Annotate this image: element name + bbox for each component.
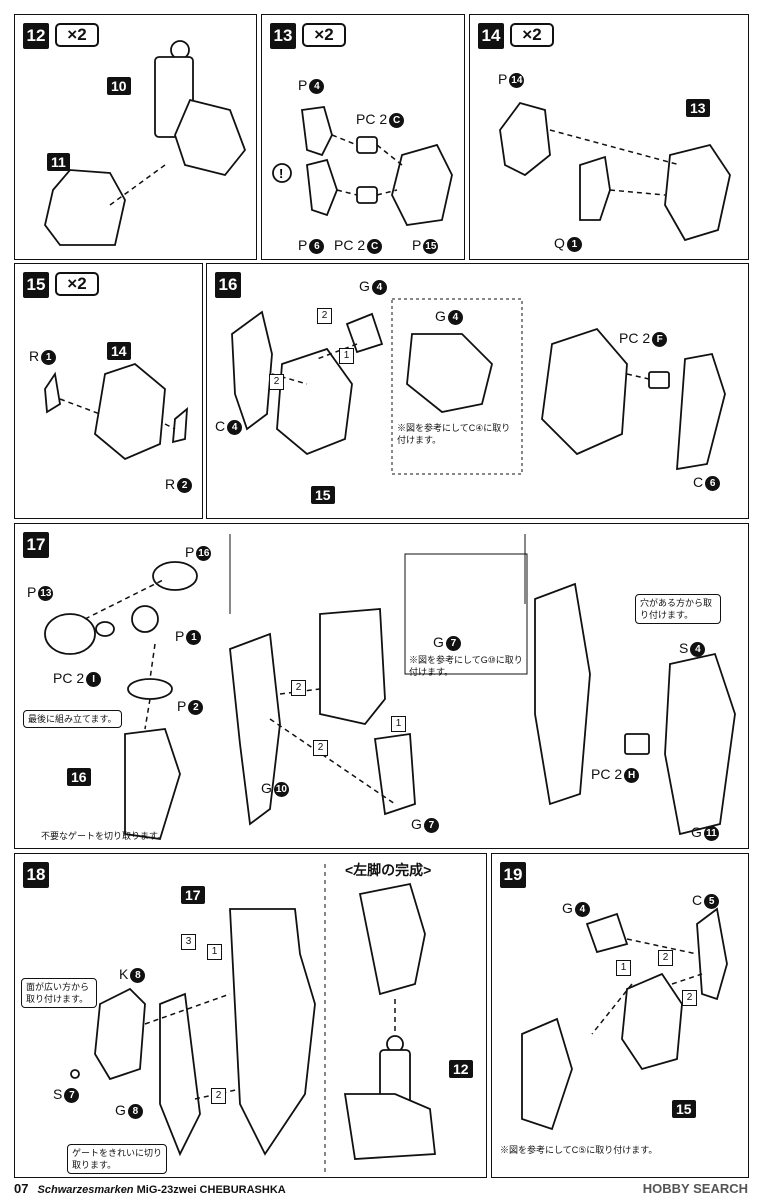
part-callout-17: 17 — [181, 886, 205, 904]
order-marker-2a: 2 — [291, 680, 306, 696]
shield-hinge-illustration — [521, 907, 728, 1131]
step-number: 14 — [478, 23, 504, 49]
part-callout-11: 11 — [47, 153, 70, 171]
order-marker-2b: 2 — [682, 990, 697, 1006]
part-callout-14: 14 — [107, 342, 131, 360]
step-number: 12 — [23, 23, 49, 49]
watermark: HOBBY SEARCH — [642, 1181, 748, 1196]
svg-text:!: ! — [279, 166, 283, 181]
hole-side-note: 穴がある方から取り付けます。 — [635, 594, 721, 624]
armor-hinge-illustration — [44, 362, 189, 461]
instruction-note: ※図を参考にしてC⑤に取り付けます。 — [500, 1145, 658, 1155]
instruction-note: ※図を参考にしてC④に取り付けます。 — [397, 423, 511, 445]
order-marker-2a: 2 — [658, 950, 673, 966]
part-callout-15: 15 — [672, 1100, 696, 1118]
step-number: 15 — [23, 272, 49, 298]
order-marker-1: 1 — [391, 716, 406, 732]
part-callout-15: 15 — [311, 486, 335, 504]
completion-title: <左脚の完成> — [345, 862, 432, 878]
order-marker-1: 1 — [207, 944, 222, 960]
part-callout-16: 16 — [67, 768, 91, 786]
step-number: 17 — [23, 532, 49, 558]
multiplier: ×2 — [55, 272, 99, 296]
multiplier: ×2 — [55, 23, 99, 47]
step-number: 19 — [500, 862, 526, 888]
joint-parts-illustration: ! — [272, 106, 453, 226]
page-footer: 07 Schwarzesmarken MiG-23zwei CHEBURASHK… — [14, 1181, 286, 1196]
step-number: 18 — [23, 862, 49, 888]
multiplier: ×2 — [510, 23, 554, 47]
shield-assembly-illustration — [231, 298, 726, 475]
order-marker-2a: 2 — [317, 308, 332, 324]
multiplier: ×2 — [302, 23, 346, 47]
gate-cut-note: ゲートをきれいに切り取ります。 — [67, 1144, 167, 1174]
order-marker-1: 1 — [339, 348, 354, 364]
part-callout-10: 10 — [107, 77, 131, 95]
instruction-note: ※図を参考にしてG⑩に取り付けます。 — [409, 655, 523, 677]
armor-plate-illustration — [499, 101, 731, 242]
part-callout-13: 13 — [686, 99, 710, 117]
page-number: 07 — [14, 1181, 29, 1196]
model-name: MiG-23zwei CHEBURASHKA — [136, 1184, 286, 1196]
part-callout-12: 12 — [449, 1060, 473, 1078]
gate-cut-note: 不要なゲートを切り取ります。 — [41, 831, 167, 841]
series-name: Schwarzesmarken — [37, 1184, 134, 1196]
leg-assembly-illustration — [70, 864, 436, 1174]
step-number: 16 — [215, 272, 241, 298]
order-marker-2b: 2 — [313, 740, 328, 756]
order-marker-2: 2 — [211, 1088, 226, 1104]
leg-part-illustration — [44, 40, 247, 246]
leg-frame-illustration — [44, 534, 736, 840]
order-marker-1: 1 — [616, 960, 631, 976]
step-number: 13 — [270, 23, 296, 49]
assembly-order-note: 最後に組み立てます。 — [23, 710, 122, 728]
order-marker-3: 3 — [181, 934, 196, 950]
step-12-panel: 12 ×2 10 11 — [14, 14, 257, 260]
wide-side-note: 面が広い方から取り付けます。 — [21, 978, 97, 1008]
order-marker-2b: 2 — [269, 374, 284, 390]
